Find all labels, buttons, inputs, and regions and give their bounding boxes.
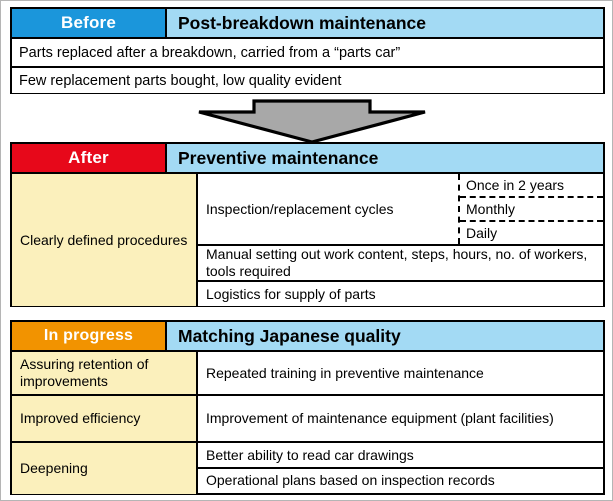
- badge-after: After: [12, 144, 167, 172]
- after-header: After Preventive maintenance: [12, 144, 603, 174]
- after-label-column: Clearly defined procedures: [12, 174, 198, 306]
- after-title: Preventive maintenance: [167, 144, 603, 172]
- progress-label-deepening: Deepening: [12, 441, 196, 494]
- badge-before: Before: [12, 9, 167, 37]
- section-after: After Preventive maintenance Clearly def…: [10, 142, 605, 307]
- before-row-1: Parts replaced after a breakdown, carrie…: [12, 39, 603, 66]
- down-arrow-icon: [196, 98, 428, 144]
- progress-body: Assuring retention of improvements Impro…: [12, 352, 603, 494]
- down-arrow-shape: [198, 99, 426, 144]
- progress-label-improved-efficiency: Improved efficiency: [12, 394, 196, 441]
- progress-label-column: Assuring retention of improvements Impro…: [12, 352, 198, 494]
- progress-row-car-drawings: Better ability to read car drawings: [198, 441, 603, 467]
- after-body: Clearly defined procedures Inspection/re…: [12, 174, 603, 306]
- section-before: Before Post-breakdown maintenance Parts …: [10, 7, 605, 94]
- progress-row-improvement-equipment: Improvement of maintenance equipment (pl…: [198, 394, 603, 441]
- section-in-progress: In progress Matching Japanese quality As…: [10, 320, 605, 495]
- after-label-clearly-defined-procedures: Clearly defined procedures: [20, 231, 188, 248]
- after-cycle-daily: Daily: [460, 220, 603, 244]
- progress-label-assuring-retention: Assuring retention of improvements: [20, 356, 149, 389]
- before-title: Post-breakdown maintenance: [167, 9, 603, 37]
- before-row-2: Few replacement parts bought, low qualit…: [12, 66, 603, 93]
- progress-content-column: Repeated training in preventive maintena…: [198, 352, 603, 494]
- after-row-logistics: Logistics for supply of parts: [198, 280, 603, 306]
- progress-row-operational-plans: Operational plans based on inspection re…: [198, 467, 603, 492]
- progress-header: In progress Matching Japanese quality: [12, 322, 603, 352]
- after-cycles-label: Inspection/replacement cycles: [206, 200, 394, 217]
- after-row-manual: Manual setting out work content, steps, …: [198, 244, 603, 280]
- after-content-column: Inspection/replacement cycles Once in 2 …: [198, 174, 603, 306]
- badge-in-progress: In progress: [12, 322, 167, 350]
- progress-row-repeated-training: Repeated training in preventive maintena…: [198, 352, 603, 394]
- diagram-inner: Before Post-breakdown maintenance Parts …: [10, 7, 605, 495]
- after-cycle-once-in-2-years: Once in 2 years: [466, 176, 565, 193]
- after-cycles-list: Once in 2 years Monthly Daily: [458, 174, 603, 244]
- after-row-cycles: Inspection/replacement cycles Once in 2 …: [198, 174, 603, 244]
- before-header: Before Post-breakdown maintenance: [12, 9, 603, 39]
- after-cycle-monthly: Monthly: [460, 196, 603, 220]
- progress-title: Matching Japanese quality: [167, 322, 603, 350]
